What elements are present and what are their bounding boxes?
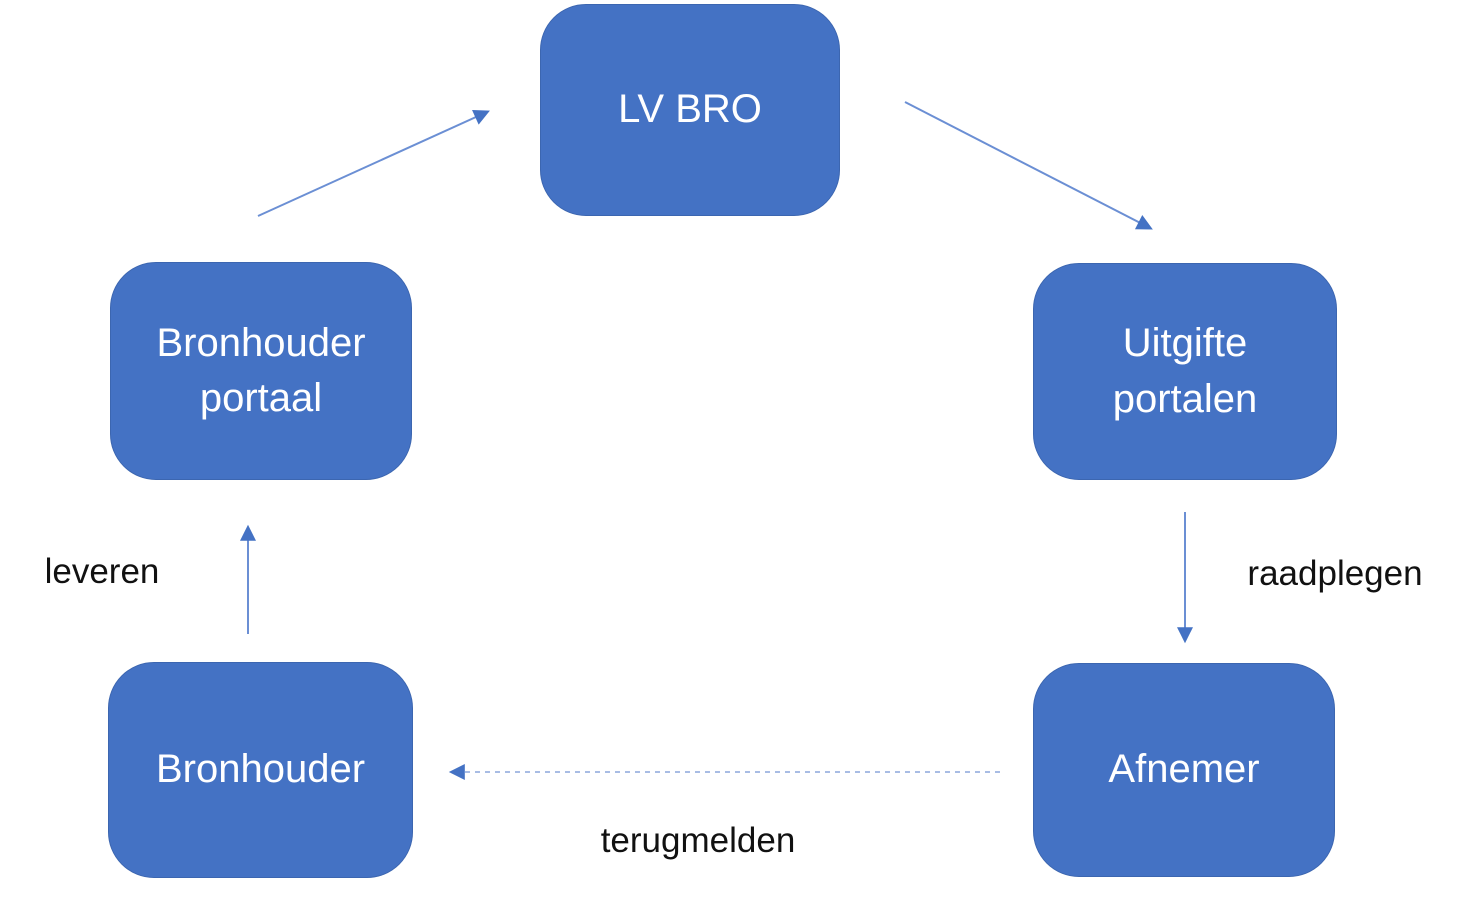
node-uitgifte-portalen: Uitgifte portalen	[1033, 263, 1337, 480]
arrow-bronhouderportaal-to-lvbro	[257, 110, 490, 217]
node-afnemer-label: Afnemer	[1108, 747, 1260, 792]
node-bronhouder-portaal-label: Bronhouder portaal	[156, 320, 366, 420]
node-uitgifte-portalen-label: Uitgifte portalen	[1112, 321, 1258, 421]
node-bronhouder: Bronhouder	[108, 662, 413, 878]
edge-label-raadplegen: raadplegen	[1247, 554, 1423, 593]
node-bronhouder-portaal: Bronhouder portaal	[110, 262, 412, 480]
node-bronhouder-label: Bronhouder	[155, 747, 366, 792]
node-afnemer: Afnemer	[1033, 663, 1335, 877]
node-lv-bro-label: LV BRO	[618, 87, 762, 132]
arrow-lvbro-to-uitgifteportalen	[904, 101, 1153, 230]
node-lv-bro: LV BRO	[540, 4, 840, 216]
edge-label-terugmelden: terugmelden	[600, 821, 796, 860]
edge-label-leveren: leveren	[44, 552, 160, 591]
